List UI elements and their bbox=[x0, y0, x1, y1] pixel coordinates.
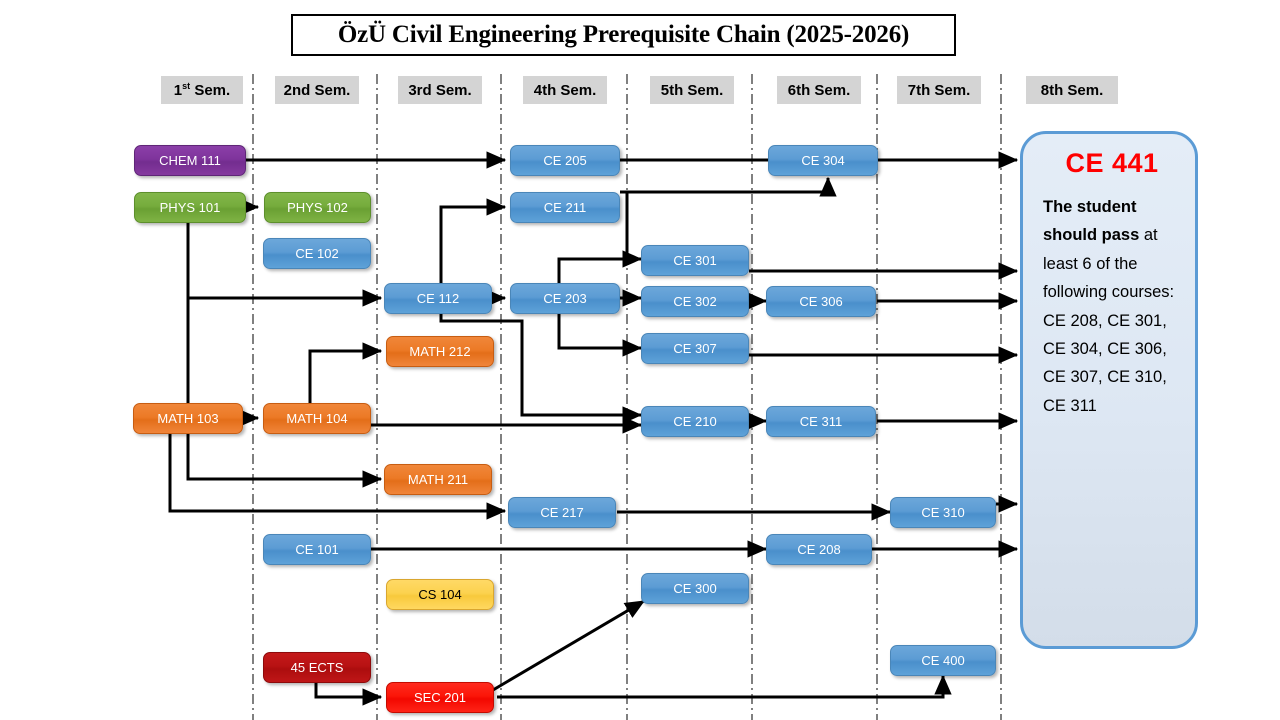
course-box-ce101[interactable]: CE 101 bbox=[263, 534, 371, 565]
course-box-phys101[interactable]: PHYS 101 bbox=[134, 192, 246, 223]
course-box-ce102[interactable]: CE 102 bbox=[263, 238, 371, 269]
course-box-ce300[interactable]: CE 300 bbox=[641, 573, 749, 604]
course-box-ce205[interactable]: CE 205 bbox=[510, 145, 620, 176]
course-box-ce112[interactable]: CE 112 bbox=[384, 283, 492, 314]
semester-header-6: 6th Sem. bbox=[777, 76, 861, 104]
course-box-ce302[interactable]: CE 302 bbox=[641, 286, 749, 317]
course-box-math211[interactable]: MATH 211 bbox=[384, 464, 492, 495]
course-box-math104[interactable]: MATH 104 bbox=[263, 403, 371, 434]
capstone-rest-text: at least 6 of the following courses: CE … bbox=[1043, 226, 1175, 415]
course-box-phys102[interactable]: PHYS 102 bbox=[264, 192, 371, 223]
capstone-description: The student should pass at least 6 of th… bbox=[1043, 193, 1181, 420]
course-box-ce307[interactable]: CE 307 bbox=[641, 333, 749, 364]
edge-phys101-math211 bbox=[186, 298, 383, 488]
edge-ce112-ce210 bbox=[439, 313, 643, 424]
semester-header-2: 2nd Sem. bbox=[275, 76, 359, 104]
course-box-ce301[interactable]: CE 301 bbox=[641, 245, 749, 276]
course-box-ce306[interactable]: CE 306 bbox=[766, 286, 876, 317]
semester-header-3: 3rd Sem. bbox=[398, 76, 482, 104]
course-box-sec201[interactable]: SEC 201 bbox=[386, 682, 494, 713]
course-box-45ects[interactable]: 45 ECTS bbox=[263, 652, 371, 683]
course-box-ce203[interactable]: CE 203 bbox=[510, 283, 620, 314]
capstone-panel-ce441[interactable]: CE 441 The student should pass at least … bbox=[1020, 131, 1198, 649]
semester-header-4: 4th Sem. bbox=[523, 76, 607, 104]
edge-ce203-ce307 bbox=[557, 313, 643, 357]
edge-math104-math212 bbox=[308, 342, 383, 403]
semester-header-5: 5th Sem. bbox=[650, 76, 734, 104]
semester-header-7: 7th Sem. bbox=[897, 76, 981, 104]
course-box-ce211[interactable]: CE 211 bbox=[510, 192, 620, 223]
course-box-cs104[interactable]: CS 104 bbox=[386, 579, 494, 610]
page-title-text: ÖzÜ Civil Engineering Prerequisite Chain… bbox=[337, 21, 910, 48]
course-box-ce208[interactable]: CE 208 bbox=[766, 534, 872, 565]
course-box-ce310[interactable]: CE 310 bbox=[890, 497, 996, 528]
capstone-bold-text: The student should pass bbox=[1043, 198, 1140, 245]
semester-label: 1st Sem. bbox=[173, 80, 231, 99]
edge-sec201-ce300 bbox=[492, 599, 646, 692]
course-box-ce304[interactable]: CE 304 bbox=[768, 145, 878, 176]
course-box-math212[interactable]: MATH 212 bbox=[386, 336, 494, 367]
semester-header-1: 1st Sem. bbox=[161, 76, 243, 104]
capstone-code: CE 441 bbox=[1065, 148, 1159, 178]
course-box-ce311[interactable]: CE 311 bbox=[766, 406, 876, 437]
edge-ce203-ce301 bbox=[557, 250, 643, 283]
semester-header-8: 8th Sem. bbox=[1026, 76, 1118, 104]
course-box-chem111[interactable]: CHEM 111 bbox=[134, 145, 246, 176]
edge-ce211-ce304 bbox=[620, 176, 837, 197]
edge-ects45-sec201 bbox=[314, 682, 383, 706]
edge-ce112-ce211 bbox=[439, 198, 507, 283]
page-title: ÖzÜ Civil Engineering Prerequisite Chain… bbox=[291, 14, 956, 56]
edge-math103-ce217 bbox=[168, 433, 507, 520]
course-box-math103[interactable]: MATH 103 bbox=[133, 403, 243, 434]
edge-sec201-ce400 bbox=[497, 674, 952, 699]
course-box-ce210[interactable]: CE 210 bbox=[641, 406, 749, 437]
course-box-ce400[interactable]: CE 400 bbox=[890, 645, 996, 676]
course-box-ce217[interactable]: CE 217 bbox=[508, 497, 616, 528]
